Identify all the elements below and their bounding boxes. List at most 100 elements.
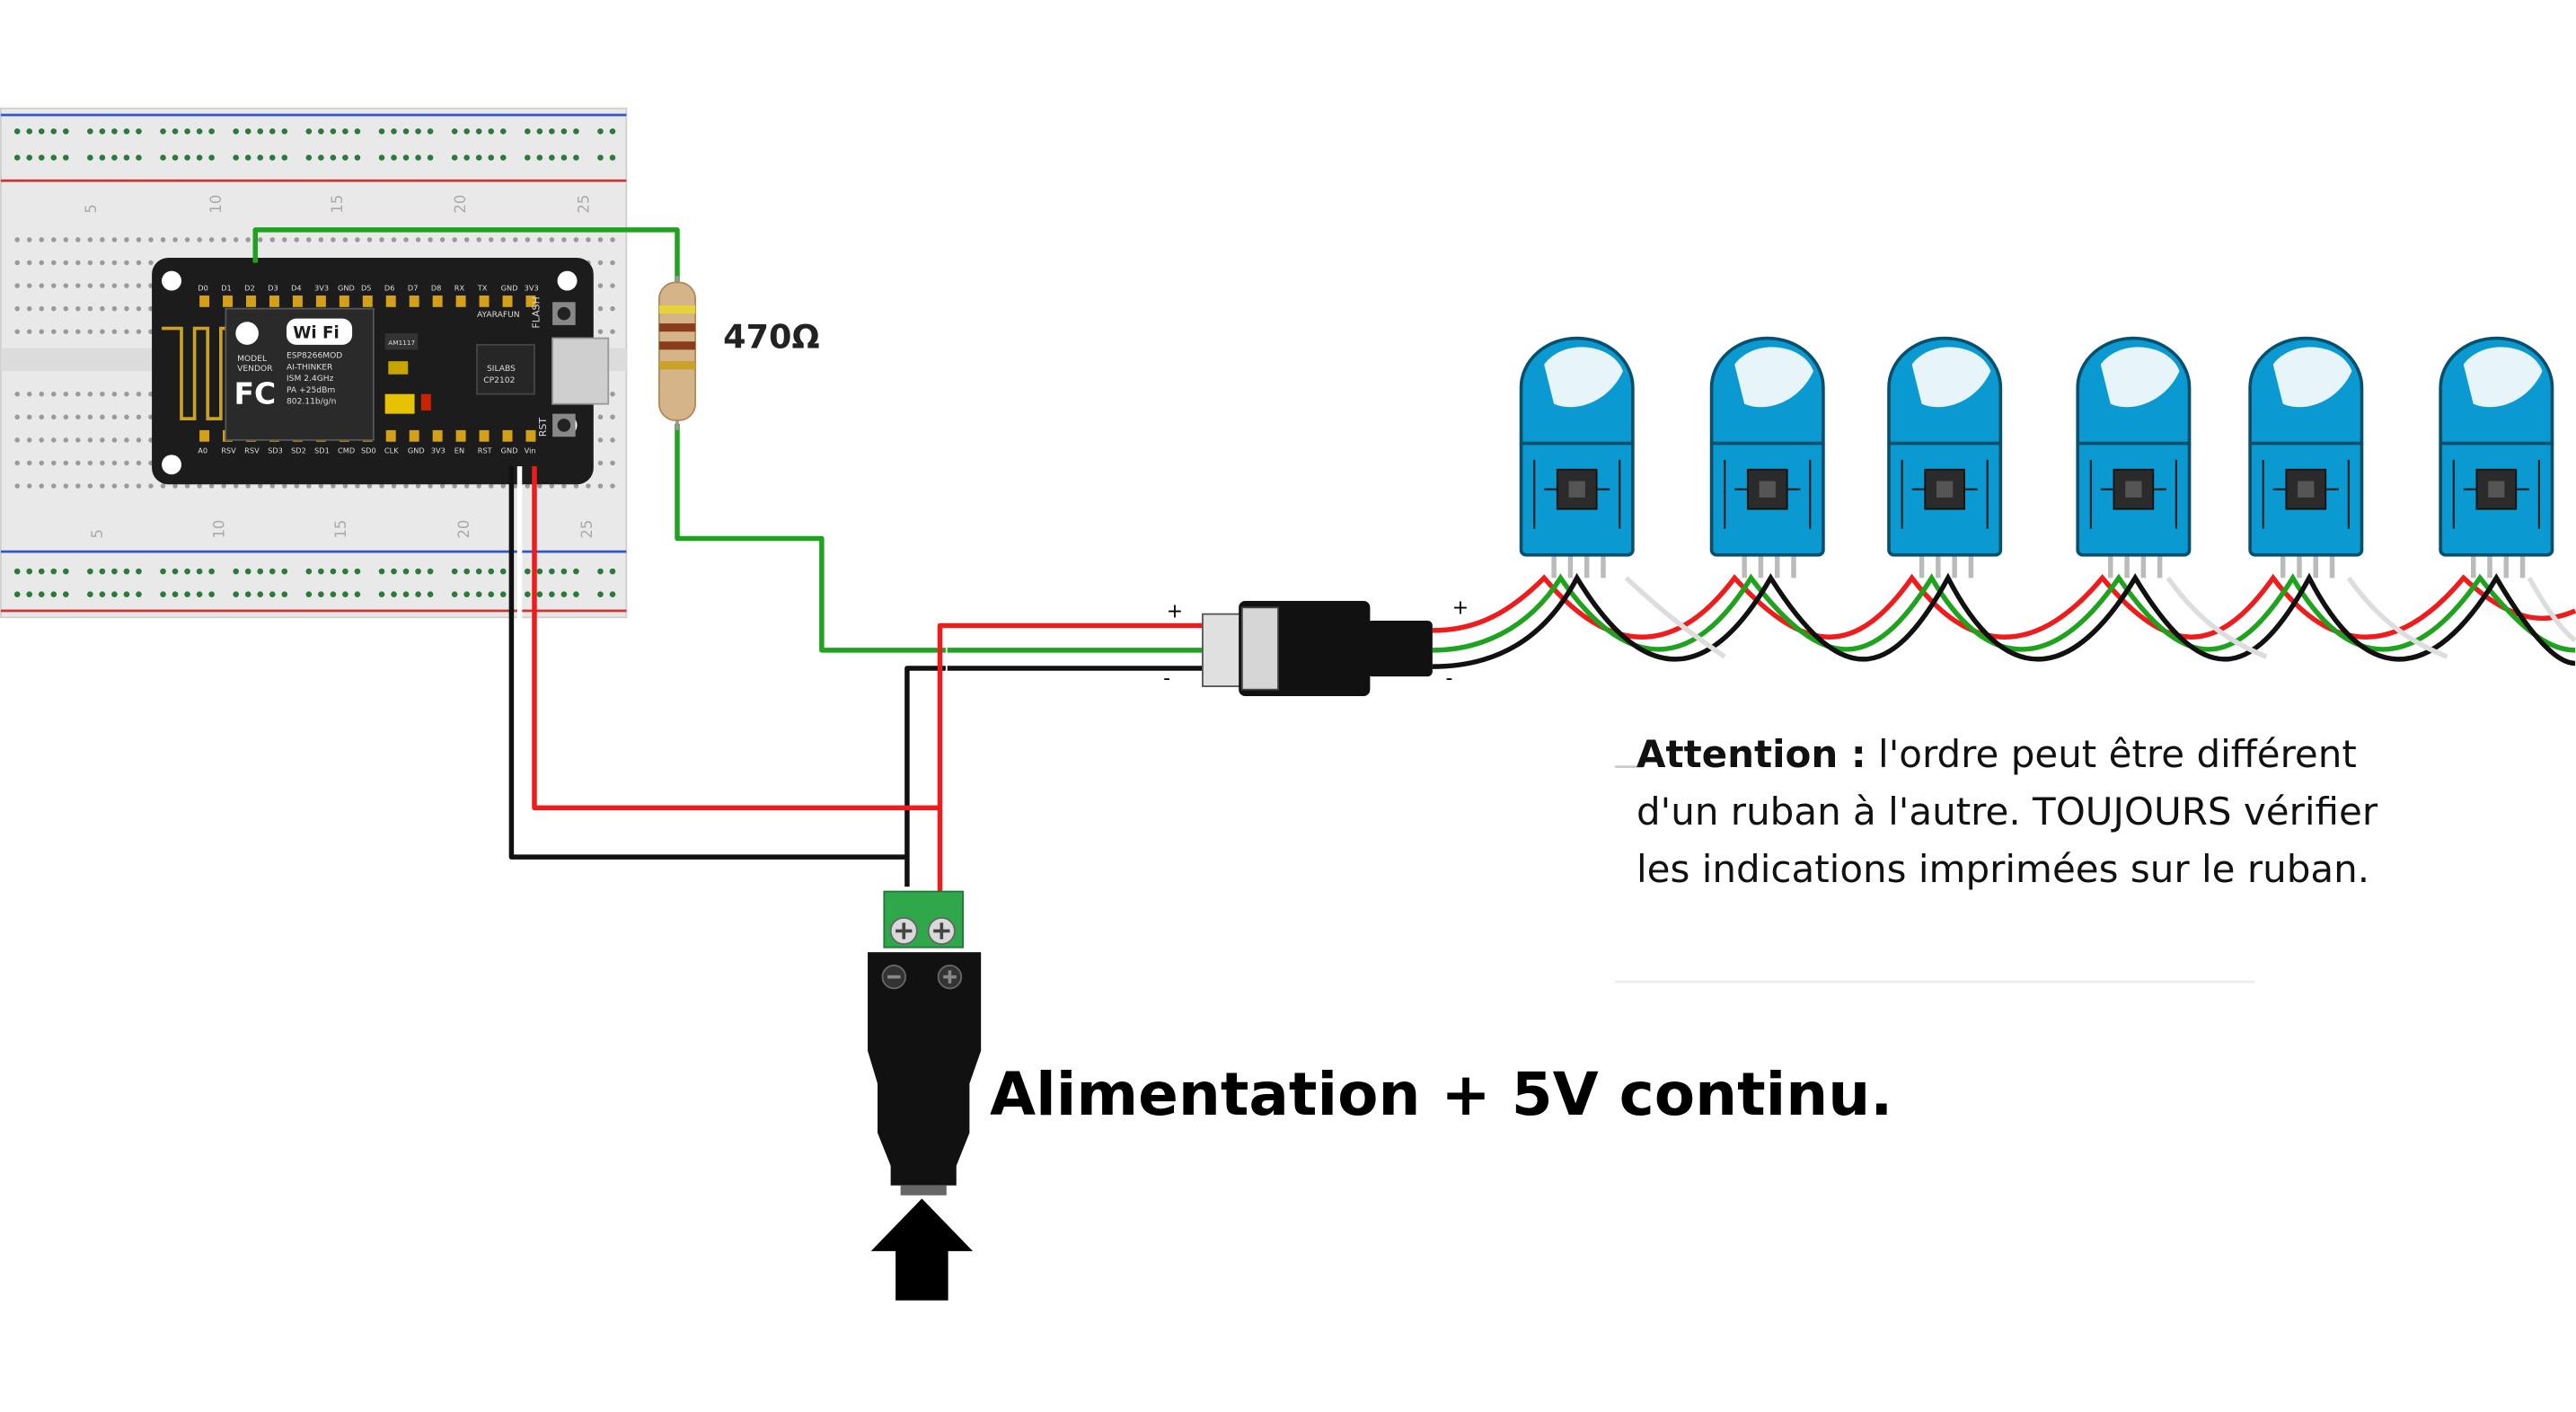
- led-module: [2439, 336, 2554, 578]
- breadboard-hole: [63, 305, 69, 312]
- breadboard-hole: [124, 391, 129, 397]
- breadboard-hole: [14, 305, 20, 312]
- breadboard-hole: [13, 568, 21, 575]
- led-leg: [2519, 544, 2526, 578]
- breadboard-hole: [14, 391, 20, 397]
- led-module: [1519, 336, 1635, 578]
- breadboard-hole: [597, 329, 604, 334]
- breadboard-hole: [136, 260, 142, 266]
- breadboard-hole: [610, 237, 615, 243]
- breadboard-hole: [257, 591, 264, 597]
- breadboard-hole: [148, 237, 154, 243]
- col-number: 15: [332, 520, 349, 539]
- regulator-chip: [384, 333, 419, 350]
- capacitor: [384, 393, 415, 414]
- header-pin: [199, 296, 210, 307]
- breadboard-hole: [26, 414, 32, 420]
- breadboard-hole: [111, 260, 118, 266]
- breadboard-hole: [111, 591, 118, 597]
- header-pin: [269, 296, 279, 307]
- header-pin: [409, 296, 419, 307]
- breadboard-hole: [26, 591, 33, 597]
- breadboard-hole: [415, 483, 421, 489]
- power-wire-red: [937, 622, 1203, 894]
- breadboard-hole: [415, 237, 421, 243]
- breadboard-hole: [391, 483, 397, 489]
- breadboard-hole: [111, 391, 118, 397]
- breadboard-hole: [13, 154, 21, 161]
- header-pin: [479, 296, 490, 307]
- ground-wire-black: [904, 666, 1203, 858]
- pin-label: D4: [291, 284, 302, 293]
- breadboard-hole: [561, 483, 567, 489]
- pin-label: GND: [501, 284, 518, 293]
- led-trace: [2262, 459, 2350, 529]
- led-leg: [1774, 544, 1780, 578]
- led-leg: [1601, 544, 1606, 578]
- breadboard-hole: [184, 237, 190, 243]
- header-pin: [502, 429, 513, 442]
- breadboard-hole: [402, 154, 410, 161]
- led-leg: [1791, 544, 1796, 578]
- breadboard-hole: [415, 591, 421, 597]
- led-leg: [1584, 544, 1590, 578]
- breadboard-hole: [342, 483, 348, 489]
- breadboard-hole: [136, 591, 142, 597]
- pin-label: SD3: [268, 446, 283, 455]
- breadboard-hole: [196, 568, 203, 575]
- breadboard-hole: [610, 483, 615, 489]
- breadboard-hole: [451, 591, 458, 597]
- breadboard-hole: [331, 237, 336, 243]
- capacitor: [420, 393, 431, 410]
- breadboard-hole: [75, 305, 81, 312]
- minus-label: -: [1445, 667, 1452, 690]
- breadboard-hole: [597, 237, 604, 243]
- breadboard-hole: [51, 460, 57, 466]
- breadboard-hole: [51, 483, 57, 489]
- pin-label: D0: [198, 284, 208, 293]
- breadboard-hole: [99, 568, 106, 575]
- breadboard-hole: [305, 568, 313, 575]
- fc-logo: FC: [234, 376, 276, 411]
- col-number: 15: [329, 195, 346, 214]
- reset-button-cap: [557, 419, 571, 432]
- header-pin: [292, 296, 303, 307]
- breadboard-hole: [26, 391, 32, 397]
- breadboard-hole: [87, 260, 93, 266]
- led-leg: [2503, 544, 2510, 578]
- breadboard-hole: [75, 414, 81, 420]
- breadboard-hole: [475, 128, 482, 135]
- header-pin: [315, 296, 326, 307]
- breadboard-hole: [160, 568, 166, 575]
- power-caption: Alimentation + 5V continu.: [990, 1060, 1893, 1129]
- header-pin: [199, 429, 210, 442]
- breadboard-hole: [549, 591, 555, 597]
- capacitor: [388, 361, 409, 375]
- led-leg: [2297, 544, 2302, 578]
- breadboard-hole: [100, 305, 105, 312]
- spec-line: 802.11b/g/n: [287, 398, 337, 407]
- breadboard-hole: [100, 414, 105, 420]
- header-pin: [362, 296, 373, 307]
- pin-label: D8: [431, 284, 442, 293]
- breadboard-hole: [342, 154, 348, 161]
- breadboard-hole: [26, 568, 33, 575]
- led-leg: [2124, 544, 2130, 578]
- mounting-hole: [162, 270, 181, 291]
- breadboard-hole: [87, 437, 93, 443]
- breadboard-hole: [536, 568, 543, 575]
- breadboard-hole: [87, 591, 93, 597]
- header-pin: [385, 429, 396, 442]
- breadboard-hole: [26, 128, 33, 135]
- breadboard-hole: [513, 237, 518, 243]
- breadboard-hole: [63, 283, 69, 288]
- breadboard-hole: [597, 483, 604, 489]
- breadboard-hole: [123, 154, 130, 161]
- breadboard-hole: [537, 237, 543, 243]
- breadboard-hole: [610, 283, 615, 288]
- breadboard-hole: [610, 414, 615, 420]
- breadboard-hole: [111, 460, 118, 466]
- breadboard-hole: [597, 305, 604, 312]
- breadboard-hole: [269, 154, 276, 161]
- breadboard-hole: [26, 460, 32, 466]
